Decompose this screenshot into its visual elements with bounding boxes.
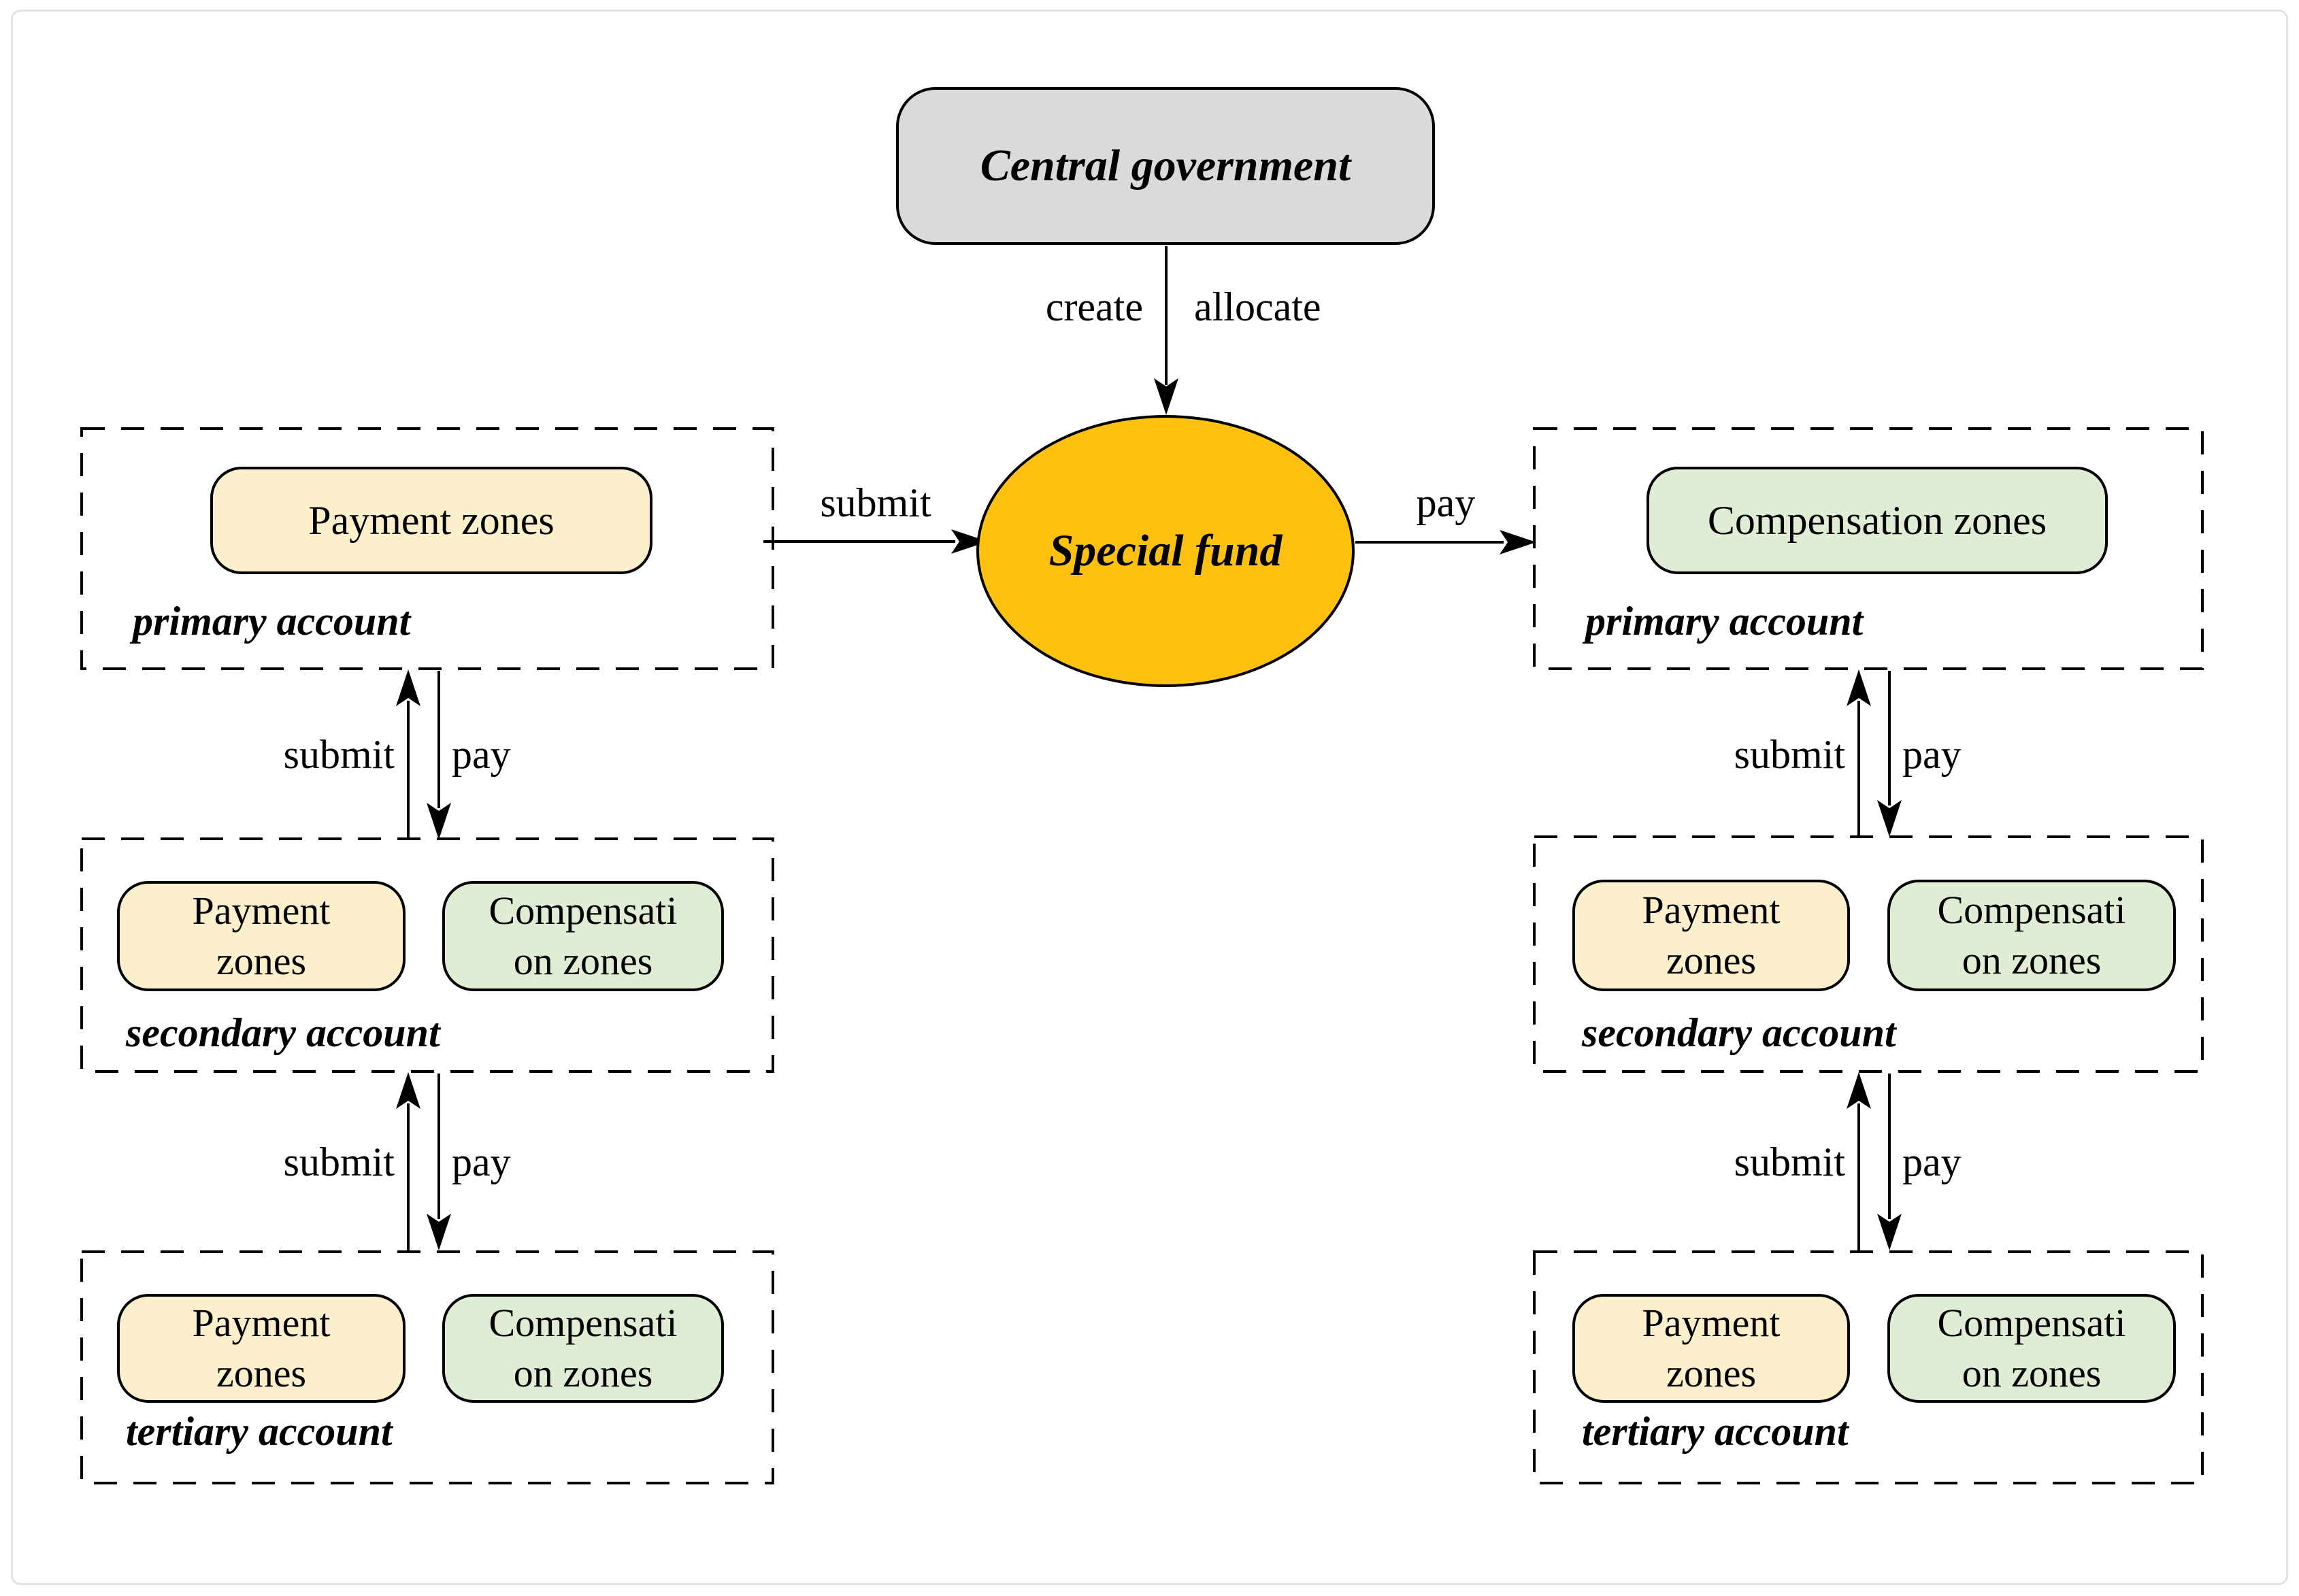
left-tertiary-compensation-zones-box: Compensati on zones [442,1294,724,1403]
left-secondary-account-label: secondary account [126,1010,440,1055]
submit-label: submit [820,480,931,525]
zone-label: Payment zones [308,498,555,543]
zone-label-line: Payment [192,1301,331,1345]
zone-label-line: Payment [1642,888,1781,932]
zone-label-line: Payment [1642,1301,1781,1345]
submit-label: submit [1734,1140,1845,1184]
create-label: create [1045,284,1143,329]
pay-label: pay [1902,732,1962,777]
left-primary-payment-zones-box: Payment zones [210,467,652,574]
central-government-node: Central government [896,87,1435,245]
right-secondary-payment-zones-box: Payment zones [1572,880,1850,991]
right-secondary-account-label: secondary account [1582,1010,1896,1055]
zone-label-line: on zones [513,1351,653,1395]
left-tertiary-payment-zones-box: Payment zones [117,1294,406,1403]
zone-label-line: zones [216,939,307,983]
zone-label-line: Compensati [1937,1301,2126,1345]
zone-label-line: on zones [513,939,653,983]
left-tertiary-account-label: tertiary account [126,1409,393,1454]
special-fund-label: Special fund [1048,526,1283,576]
zone-label-line: zones [1666,938,1757,982]
right-tertiary-account-label: tertiary account [1582,1409,1849,1454]
submit-label: submit [1734,732,1845,777]
zone-label-line: on zones [1962,1351,2102,1395]
pay-label: pay [1902,1140,1962,1184]
right-primary-account-label: primary account [1585,599,1864,644]
zone-label-line: Payment [192,888,331,933]
left-primary-account-label: primary account [133,599,411,644]
pay-label: pay [452,1140,511,1184]
zone-label-line: on zones [1962,938,2102,982]
special-fund-node: Special fund [976,415,1355,687]
pay-label: pay [452,732,511,777]
left-secondary-compensation-zones-box: Compensati on zones [442,881,724,991]
right-primary-compensation-zones-box: Compensation zones [1647,467,2108,574]
submit-label: submit [283,732,395,777]
left-secondary-payment-zones-box: Payment zones [117,881,406,991]
figure-frame [11,10,2288,1585]
zone-label: Compensation zones [1707,498,2047,543]
central-government-label: Central government [980,141,1351,190]
zone-label-line: zones [216,1351,307,1395]
right-tertiary-payment-zones-box: Payment zones [1572,1294,1850,1403]
zone-label-line: zones [1666,1351,1757,1395]
zone-label-line: Compensati [489,1301,678,1345]
zone-label-line: Compensati [489,888,678,933]
allocate-label: allocate [1194,284,1321,329]
submit-label: submit [283,1140,395,1184]
pay-label: pay [1416,480,1476,525]
zone-label-line: Compensati [1937,888,2126,932]
right-secondary-compensation-zones-box: Compensati on zones [1887,880,2176,991]
right-tertiary-compensation-zones-box: Compensati on zones [1887,1294,2176,1403]
